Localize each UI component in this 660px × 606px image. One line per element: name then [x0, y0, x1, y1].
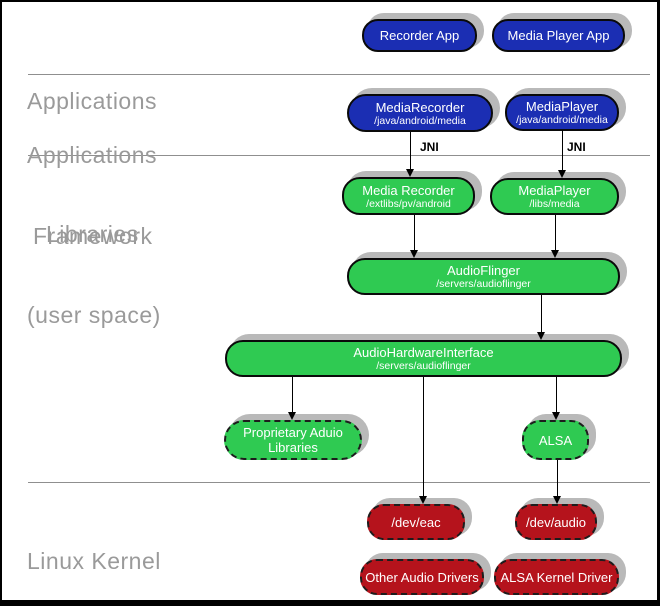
node-label: MediaPlayer — [518, 183, 591, 198]
layer-label-text: Applications — [27, 142, 158, 168]
node-media-player-app: Media Player App — [492, 19, 625, 52]
layer-label-text: Applications — [27, 88, 158, 114]
jni-label-left: JNI — [420, 140, 439, 154]
node-path: /java/android/media — [374, 114, 466, 127]
node-alsa-kernel-driver: ALSA Kernel Driver — [494, 559, 619, 595]
layer-label-linux-kernel: Linux Kernel — [27, 494, 161, 600]
layer-label-text: Linux Kernel — [27, 548, 161, 574]
node-dev-audio: /dev/audio — [515, 504, 597, 540]
arrow-audiohw-to-dev-eac — [419, 377, 428, 504]
node-dev-eac: /dev/eac — [367, 504, 465, 540]
arrow-audiohw-to-alsa — [552, 377, 561, 420]
node-audioflinger: AudioFlinger /servers/audioflinger — [347, 258, 620, 295]
node-path: /java/android/media — [516, 114, 608, 126]
layer-label-libraries: Libraries (user space) — [27, 167, 161, 383]
arrow-media-recorder-lib-to-audioflinger — [410, 215, 419, 258]
node-label: Media Player App — [507, 28, 610, 43]
arrowhead-down-icon — [406, 169, 414, 177]
node-label: /dev/audio — [526, 514, 586, 530]
node-mediaplayer-framework: MediaPlayer /java/android/media — [505, 94, 619, 131]
arrow-audiohw-to-proprietary — [288, 377, 297, 420]
node-path: /libs/media — [529, 198, 580, 210]
node-mediarecorder-framework: MediaRecorder /java/android/media — [347, 94, 493, 132]
arrowhead-down-icon — [552, 412, 560, 420]
node-label: ALSA Kernel Driver — [500, 569, 613, 585]
layer-label-text: Libraries — [46, 221, 139, 247]
node-audio-hardware-interface: AudioHardwareInterface /servers/audiofli… — [225, 340, 622, 377]
arrowhead-down-icon — [288, 412, 296, 420]
node-path: /servers/audioflinger — [376, 360, 471, 372]
section-divider-framework — [28, 155, 650, 156]
jni-label-right: JNI — [567, 140, 586, 154]
node-label: AudioFlinger — [447, 263, 520, 278]
connector-line — [541, 295, 542, 334]
node-label: AudioHardwareInterface — [353, 345, 494, 360]
connector-line — [562, 130, 563, 172]
connector-line — [292, 377, 293, 414]
node-path: /extlibs/pv/android — [366, 197, 451, 210]
arrow-mediaplayer-fw-to-lib — [558, 130, 567, 178]
connector-line — [414, 215, 415, 252]
node-other-audio-drivers: Other Audio Drivers — [360, 559, 484, 595]
connector-line — [410, 132, 411, 171]
layer-label-applications: Applications — [27, 34, 157, 169]
node-label: Proprietary Aduio Libraries — [243, 425, 343, 455]
node-alsa: ALSA — [522, 420, 589, 460]
arrowhead-down-icon — [410, 250, 418, 258]
layer-label-applications-framework: Applications Framework — [27, 88, 157, 304]
arrow-mediarecorder-fw-to-lib — [406, 132, 415, 177]
node-media-recorder-library: Media Recorder /extlibs/pv/android — [342, 177, 475, 215]
arrowhead-down-icon — [558, 170, 566, 178]
node-label: Other Audio Drivers — [365, 569, 479, 585]
arrowhead-down-icon — [419, 496, 427, 504]
node-label: Media Recorder — [362, 182, 455, 198]
node-recorder-app: Recorder App — [362, 19, 477, 52]
arrow-alsa-to-dev-audio — [553, 460, 562, 504]
node-label: Recorder App — [379, 28, 460, 43]
section-divider-applications — [28, 74, 650, 75]
connector-line — [557, 460, 558, 498]
node-label: /dev/eac — [391, 514, 441, 530]
section-divider-kernel — [28, 482, 650, 483]
node-label: MediaRecorder — [375, 99, 465, 115]
layer-label-text: Framework — [33, 223, 153, 249]
arrowhead-down-icon — [551, 250, 559, 258]
arrow-mediaplayer-lib-to-audioflinger — [551, 215, 560, 258]
arrow-audioflinger-to-audiohw — [537, 295, 546, 340]
node-mediaplayer-library: MediaPlayer /libs/media — [490, 178, 619, 215]
arrowhead-down-icon — [537, 332, 545, 340]
connector-line — [556, 377, 557, 414]
layer-label-text: (user space) — [27, 302, 161, 328]
connector-line — [555, 215, 556, 252]
node-path: /servers/audioflinger — [436, 278, 531, 290]
node-proprietary-audio-libraries: Proprietary Aduio Libraries — [224, 420, 362, 460]
node-label: MediaPlayer — [525, 99, 599, 114]
node-label: ALSA — [538, 432, 573, 448]
connector-line — [423, 377, 424, 498]
arrowhead-down-icon — [553, 496, 561, 504]
